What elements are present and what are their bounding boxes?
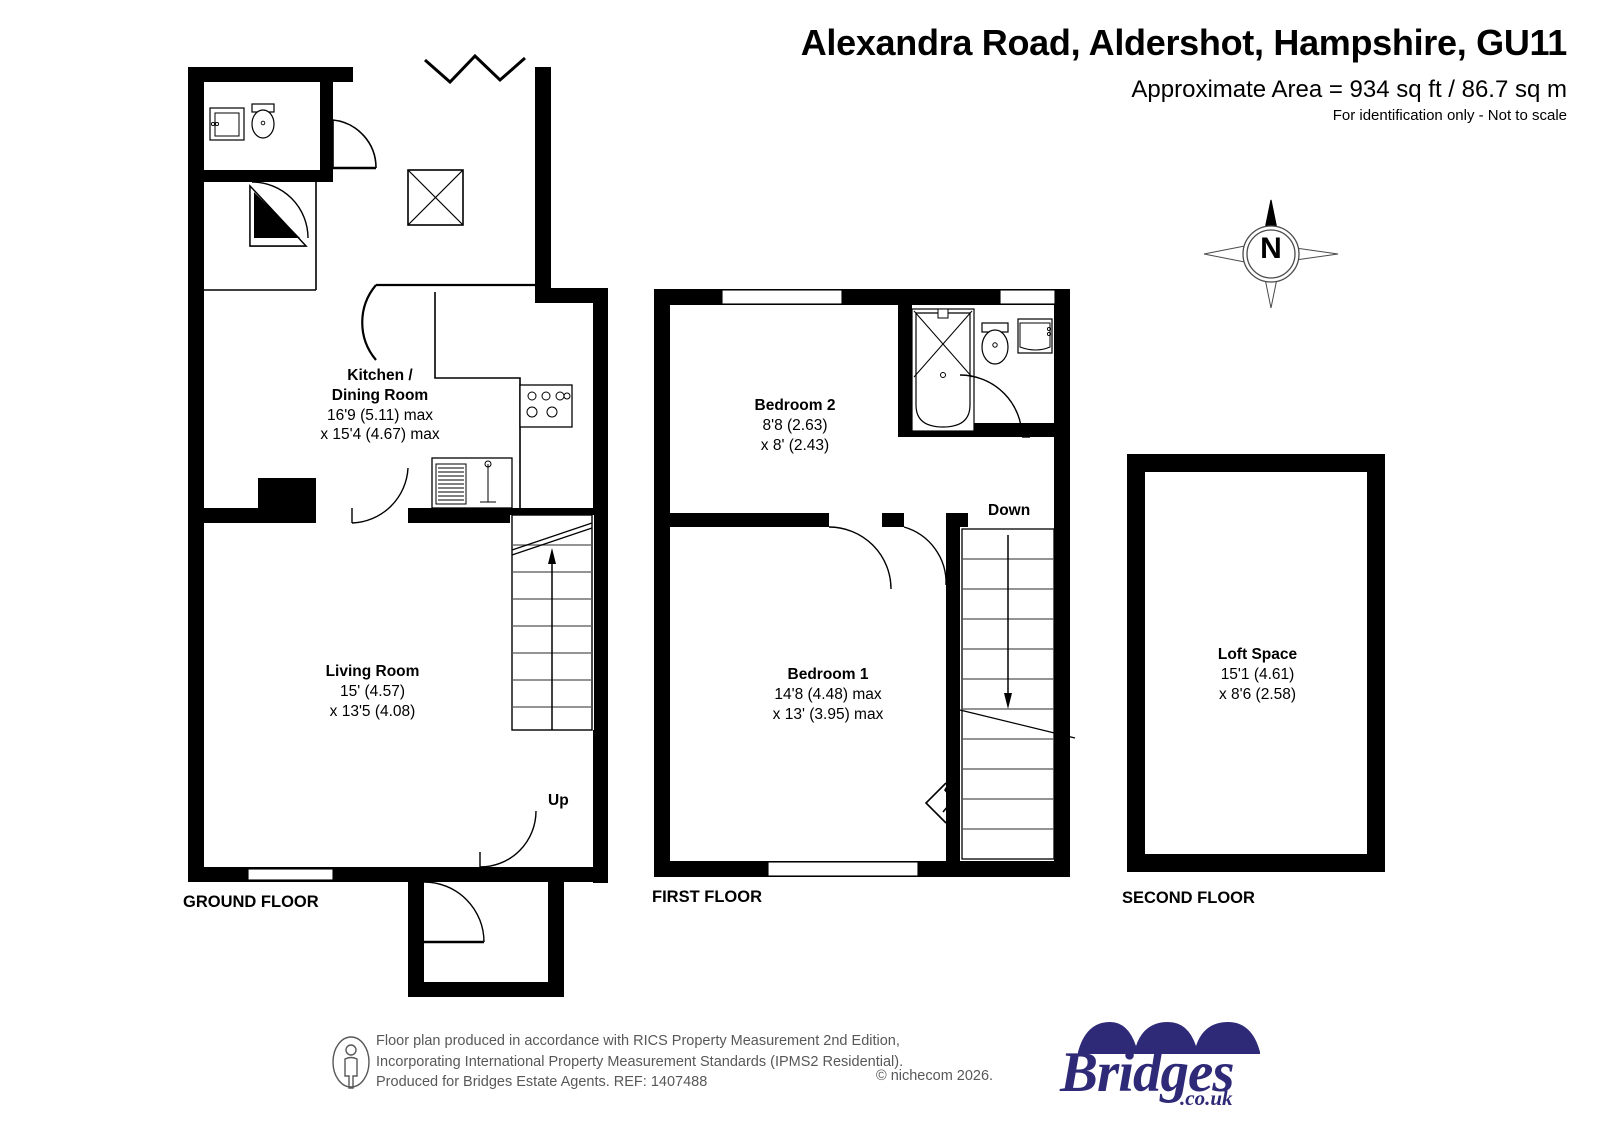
page-title: Alexandra Road, Aldershot, Hampshire, GU… [800, 22, 1568, 63]
approximate-area-text: Approximate Area = 934 sq ft / 86.7 sq m [1131, 76, 1567, 103]
footer-copyright: © nichecom 2026. [876, 1068, 994, 1085]
room-dimension-1: 15' (4.57) [340, 682, 405, 700]
room-name-line1: Living Room [325, 663, 420, 680]
rics-person-icon [331, 1036, 371, 1092]
floor-label-second: SECOND FLOOR [1122, 889, 1255, 907]
bridges-logo-name: Bridges [1060, 1041, 1235, 1104]
stair-direction-down-label: Down [988, 502, 1031, 519]
room-label-living-room: Living Room 15' (4.57) x 13'5 (4.08) [275, 662, 470, 721]
first-floor-landing-detail [942, 700, 1085, 820]
room-dimension-1: 16'9 (5.11) max [326, 406, 434, 424]
room-dimension-2: x 13' (3.95) max [772, 705, 884, 723]
floor-label-first: FIRST FLOOR [652, 888, 762, 906]
first-floor-plan [650, 285, 1080, 895]
footer-line-1: Floor plan produced in accordance with R… [376, 1033, 900, 1049]
room-dimension-2: x 13'5 (4.08) [329, 702, 416, 720]
footer-legal-text: Floor plan produced in accordance with R… [376, 1031, 993, 1093]
room-dimension-1: 15'1 (4.61) [1220, 665, 1295, 683]
room-label-bedroom-2: Bedroom 2 8'8 (2.63) x 8' (2.43) [700, 396, 890, 455]
ground-floor-plan [180, 53, 620, 1010]
footer-line-3: Produced for Bridges Estate Agents. REF:… [376, 1074, 708, 1091]
room-name-line1: Bedroom 1 [787, 666, 869, 683]
room-name-line1: Bedroom 2 [754, 397, 836, 414]
second-floor-plan [1125, 452, 1387, 874]
disclaimer-text: For identification only - Not to scale [1332, 107, 1567, 124]
room-name-line1: Loft Space [1217, 646, 1298, 663]
footer-line-2: Incorporating International Property Mea… [376, 1053, 904, 1070]
room-label-loft-space: Loft Space 15'1 (4.61) x 8'6 (2.58) [1160, 645, 1355, 704]
room-dimension-1: 14'8 (4.48) max [774, 685, 882, 703]
room-dimension-2: x 15'4 (4.67) max [320, 426, 440, 444]
room-label-kitchen-dining: Kitchen / Dining Room 16'9 (5.11) max x … [275, 366, 485, 445]
compass-rose: N [1196, 192, 1346, 312]
room-name-line2: Dining Room [331, 386, 429, 404]
room-dimension-1: 8'8 (2.63) [762, 416, 828, 434]
room-label-bedroom-1: Bedroom 1 14'8 (4.48) max x 13' (3.95) m… [728, 665, 928, 724]
floor-label-ground: GROUND FLOOR [183, 893, 319, 911]
room-dimension-2: x 8' (2.43) [760, 436, 830, 454]
room-name-line1: Kitchen / [347, 367, 413, 384]
room-dimension-2: x 8'6 (2.58) [1218, 685, 1297, 703]
bridges-logo[interactable]: Bridges .co.uk [1060, 1018, 1260, 1110]
compass-north-label: N [1260, 232, 1282, 265]
bridges-logo-domain: .co.uk [1180, 1086, 1233, 1110]
stair-direction-up-label: Up [548, 792, 569, 809]
